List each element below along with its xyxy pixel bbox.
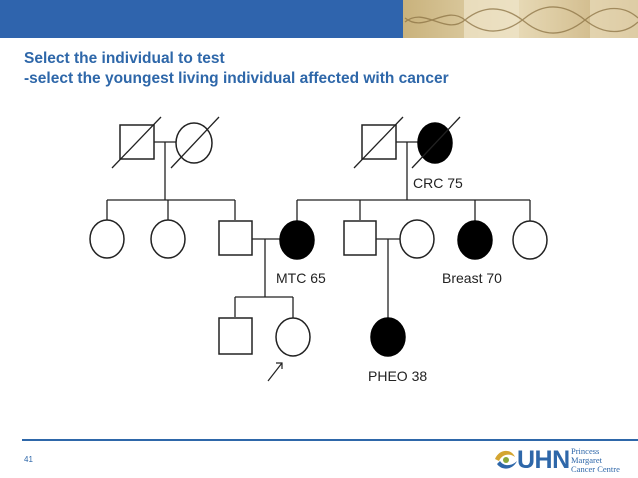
logo-line-1: Princess [571,446,600,456]
label-mtc: MTC 65 [276,270,326,286]
deceased-slash [353,116,404,169]
uhn-logo: UHN Princess Margaret Cancer Centre [493,444,623,476]
grandfather-paternal [111,116,162,169]
grandmother-maternal-affected [411,116,461,169]
deceased-slash [111,116,162,169]
title-line-2: -select the youngest living individual a… [24,70,449,87]
footer-divider [22,439,638,441]
aunt-3 [512,220,548,260]
dna-banner-image [404,6,638,34]
logo-mark-text: UHN [517,446,570,474]
aunt-1 [89,219,125,259]
slide-title: Select the individual to test -select th… [24,49,449,89]
aunt-affected [457,220,493,260]
proband-arrow-icon [267,362,283,382]
uhn-logo-icon [495,450,517,469]
uncle-spouse [399,219,435,259]
cousin-affected [370,317,406,357]
proband [275,317,311,357]
title-line-1: Select the individual to test [24,50,225,67]
label-pheo: PHEO 38 [368,368,427,384]
label-breast: Breast 70 [442,270,502,286]
grandmother-paternal [170,116,220,169]
mother-affected [279,220,315,260]
logo-words: Princess Margaret Cancer Centre [571,447,620,474]
slide-number: 41 [24,455,33,464]
logo-line-2: Margaret [571,455,602,465]
logo-line-3: Cancer Centre [571,464,620,474]
brother [218,317,253,355]
grandfather-maternal [353,116,404,169]
aunt-2 [150,219,186,259]
father [218,220,253,256]
header-banner [0,0,638,38]
deceased-slash [170,116,220,169]
label-crc: CRC 75 [413,175,463,191]
uncle [343,220,377,256]
deceased-slash [411,116,461,169]
